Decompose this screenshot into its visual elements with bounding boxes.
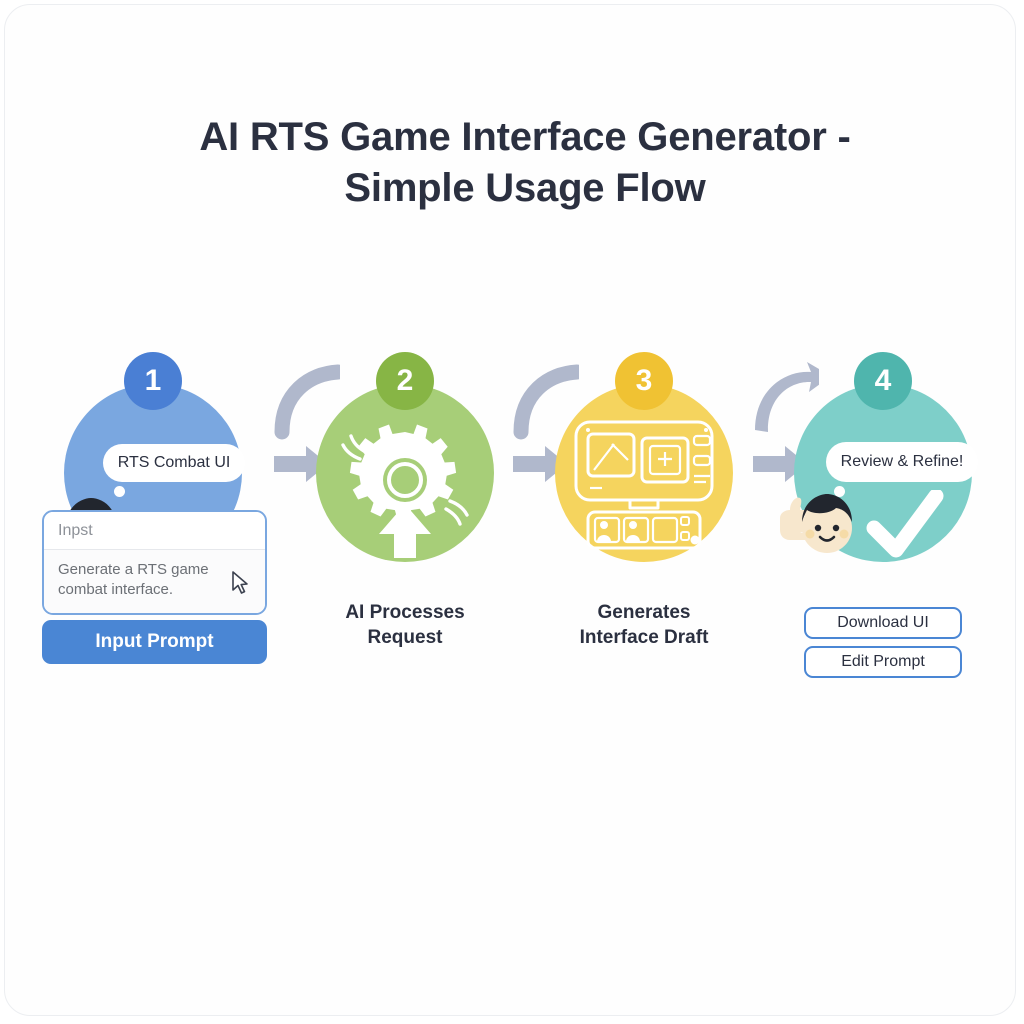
step-2-badge: 2	[376, 352, 434, 410]
person-avatar-step4	[796, 490, 858, 561]
prompt-input-value[interactable]: Generate a RTS game combat interface.	[44, 550, 265, 614]
connector-step3-to-step4	[745, 360, 831, 520]
step-4-badge: 4	[854, 352, 912, 410]
step-2-label: AI Processes Request	[280, 600, 530, 651]
step-1-speech-bubble: RTS Combat UI	[103, 444, 245, 482]
page-title-line-2: Simple Usage Flow	[344, 165, 706, 210]
prompt-input-placeholder[interactable]: Inpst	[44, 512, 265, 550]
connector-step2-to-step3	[505, 360, 585, 520]
step-3-label-line-1: Generates	[597, 602, 691, 623]
connector-step1-to-step2	[266, 360, 346, 520]
edit-prompt-button[interactable]: Edit Prompt	[804, 646, 962, 678]
step-3-circle	[555, 384, 733, 562]
download-ui-button[interactable]: Download UI	[804, 607, 962, 639]
mouse-cursor-icon	[231, 571, 249, 601]
page-title: AI RTS Game Interface Generator - Simple…	[140, 112, 910, 214]
step-2-label-line-2: Request	[367, 627, 443, 649]
input-prompt-button[interactable]: Input Prompt	[42, 620, 267, 664]
game-hud-draft-icon	[568, 414, 720, 559]
step-4-speech-bubble: Review & Refine!	[826, 442, 978, 482]
step-3-label-line-2: Interface Draft	[579, 627, 709, 649]
prompt-input-text: Generate a RTS game combat interface.	[58, 561, 209, 599]
checkmark-icon	[866, 488, 946, 571]
page-title-line-1: AI RTS Game Interface Generator -	[199, 115, 851, 159]
gear-processing-icon	[335, 408, 475, 563]
step-1-bubble-dot	[114, 486, 125, 497]
step-3-label: Generates Interface Draft	[519, 600, 769, 651]
step-3-badge: 3	[615, 352, 673, 410]
step-1-badge: 1	[124, 352, 182, 410]
prompt-input-card[interactable]: Inpst Generate a RTS game combat interfa…	[42, 510, 267, 616]
step-4-bubble-dot	[834, 486, 845, 497]
step-2-label-line-1: AI Processes	[345, 602, 465, 623]
